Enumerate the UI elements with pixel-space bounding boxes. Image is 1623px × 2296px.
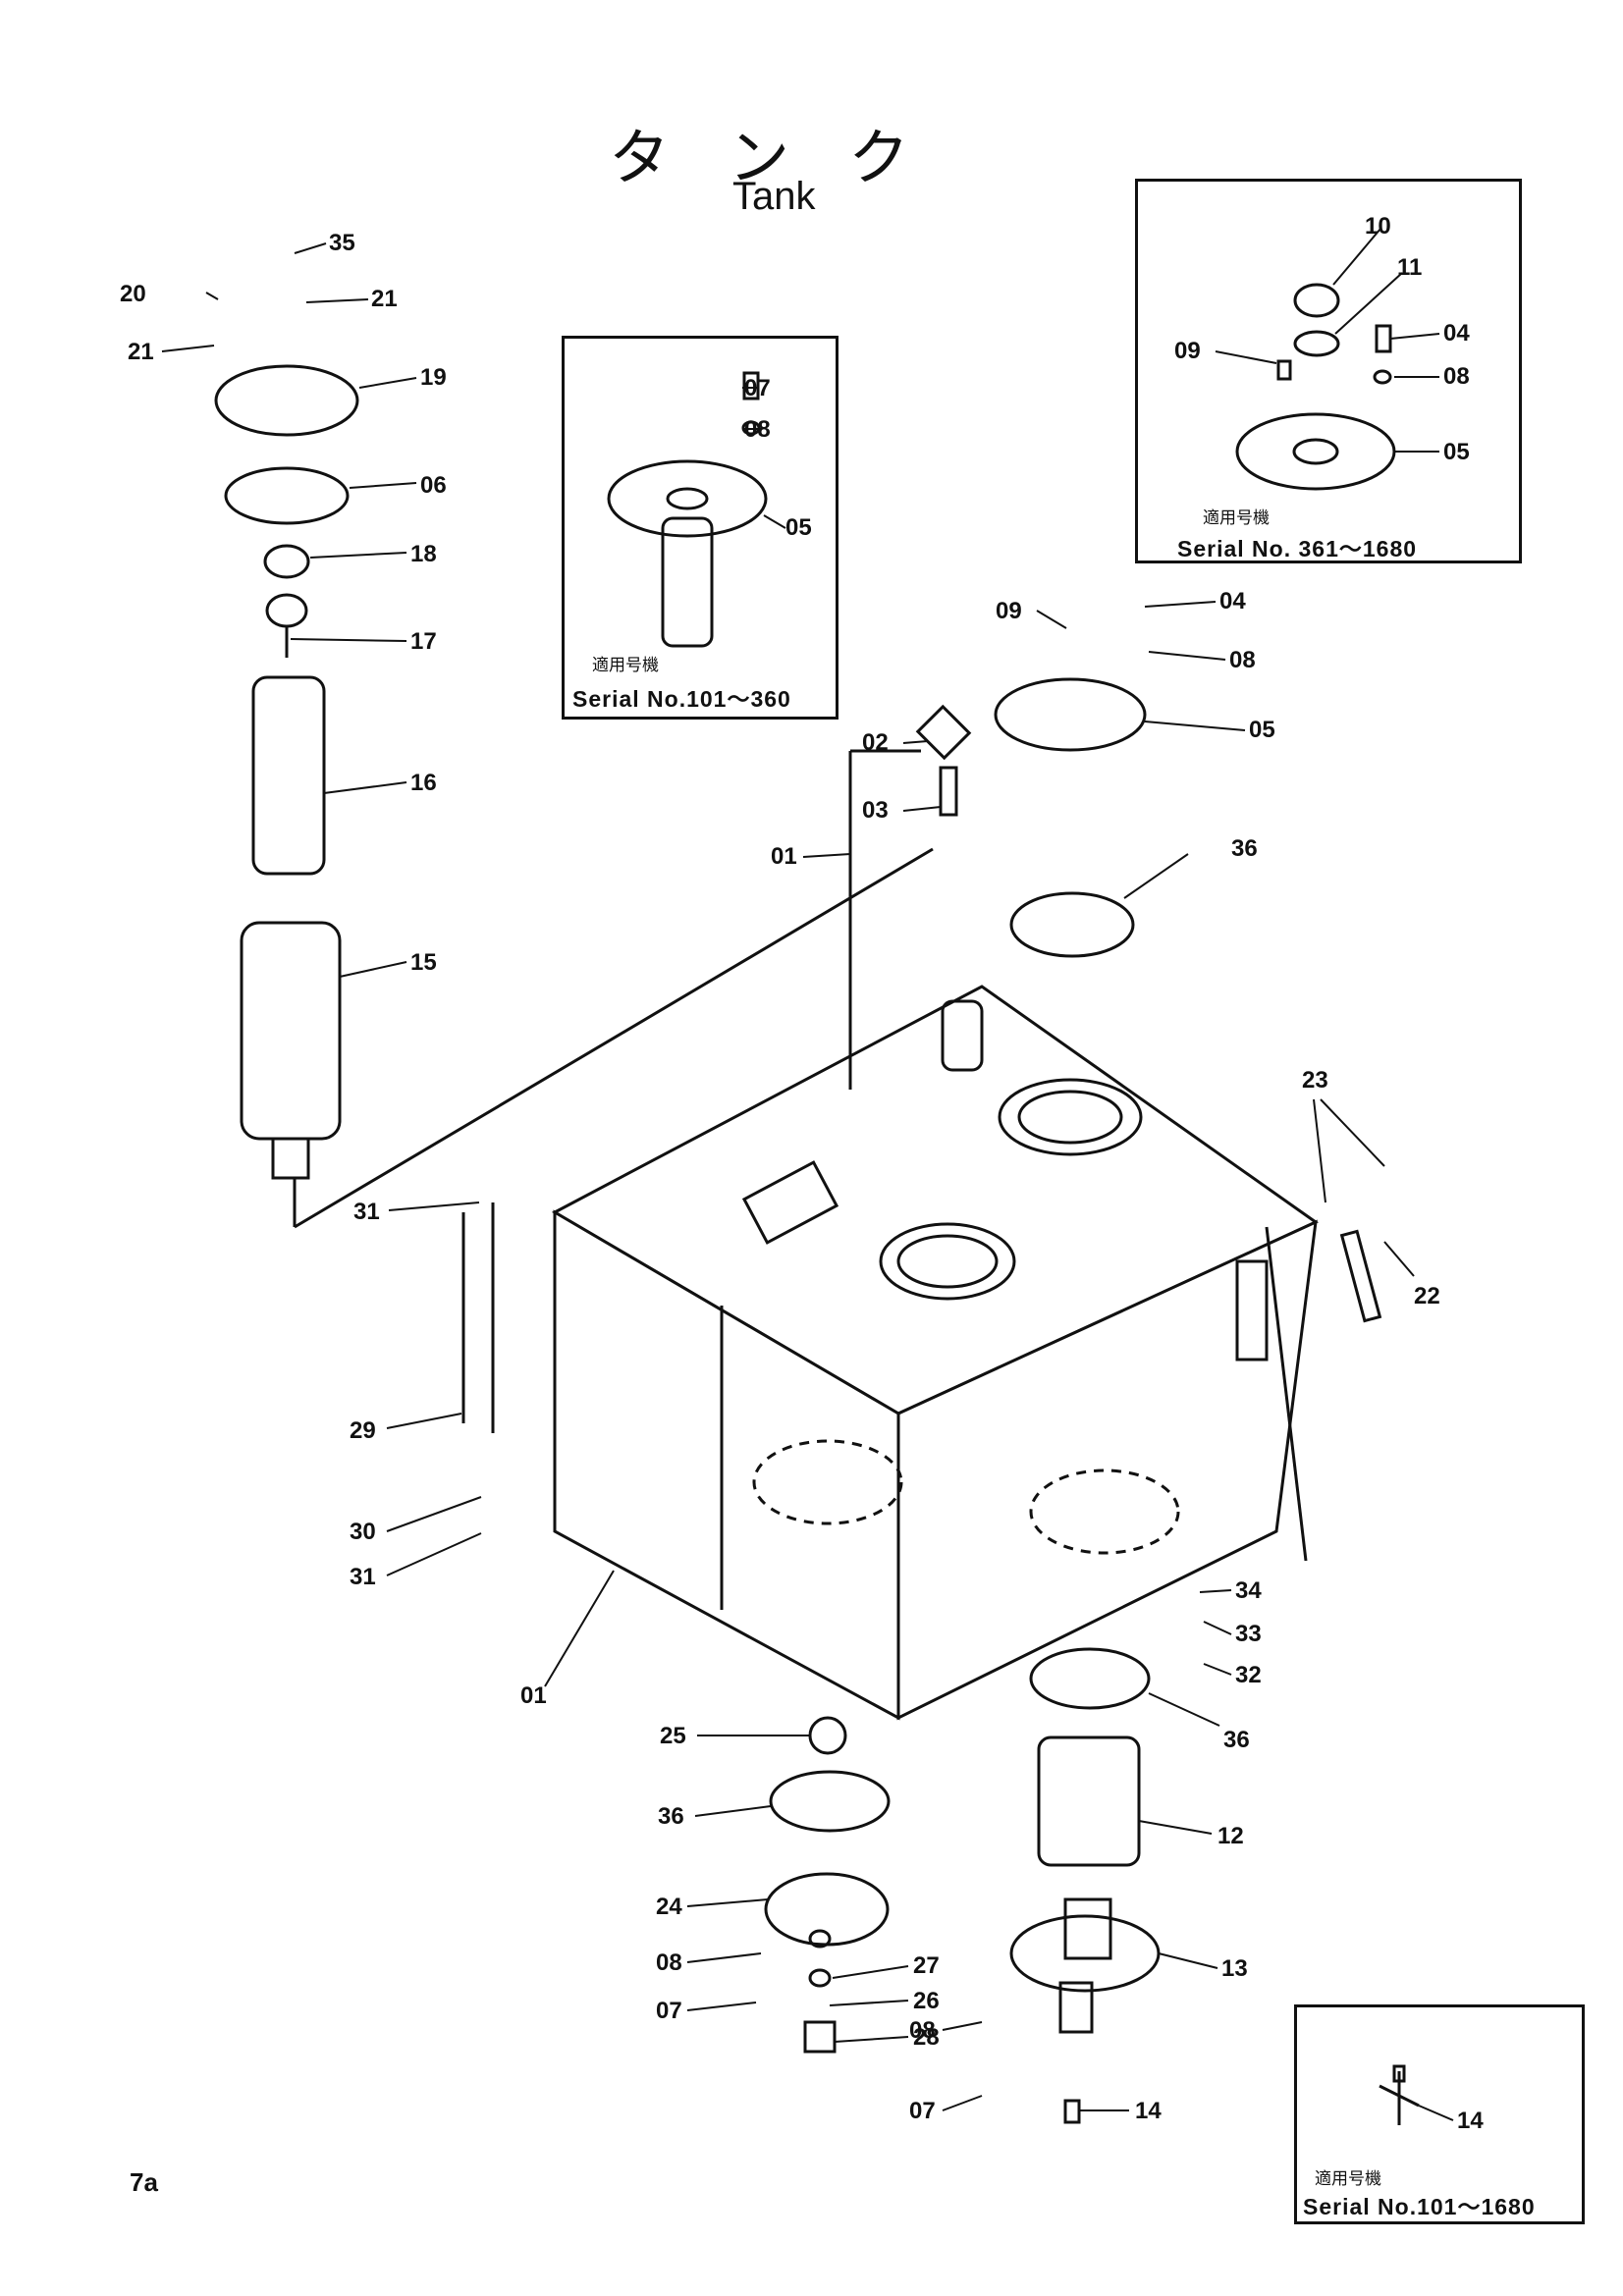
callout-label: 05: [1443, 439, 1470, 465]
callout-label: 27: [913, 1952, 940, 1979]
callout-label: 22: [1414, 1283, 1440, 1309]
inset-applies-label: 適用号機: [1315, 2169, 1381, 2189]
inset-serial-label: Serial No.101～1680: [1303, 2194, 1536, 2219]
left-filter-stack: [214, 364, 934, 1433]
callout-label: 24: [656, 1894, 682, 1920]
callout-label: 08: [656, 1949, 682, 1976]
inset-serial-101-360: 適用号機 Serial No.101～360: [562, 336, 839, 720]
callout-label: 36: [1223, 1727, 1250, 1753]
inset-serial-label: Serial No.101～360: [572, 686, 791, 712]
callout-label: 34: [1235, 1577, 1262, 1604]
callout-label: 25: [660, 1723, 686, 1749]
callout-label: 07: [909, 2098, 936, 2124]
callout-label: 11: [1397, 254, 1422, 281]
page-number: 7a: [130, 2167, 158, 2197]
page-title-en: Tank: [732, 175, 816, 218]
callout-label: 09: [996, 598, 1022, 624]
callout-label: 18: [410, 541, 437, 567]
top-covers: [848, 677, 1147, 1090]
callout-label: 36: [658, 1803, 684, 1830]
inset-serial-361-1680: 適用号機 Serial No. 361～1680: [1135, 179, 1522, 563]
callout-label: 06: [420, 472, 447, 499]
callout-label: 02: [862, 729, 889, 756]
callout-label: 31: [353, 1199, 380, 1225]
callout-label: 07: [656, 1998, 682, 2024]
callout-label: 29: [350, 1417, 376, 1444]
callout-label: 35: [329, 230, 355, 256]
callout-label: 17: [410, 628, 437, 655]
inset-applies-label: 適用号機: [592, 656, 659, 675]
callout-label: 09: [1174, 338, 1201, 364]
inset-serial-label: Serial No. 361～1680: [1177, 536, 1418, 561]
inset-a-parts: [607, 371, 768, 648]
callout-label: 20: [120, 281, 146, 307]
callout-label: 19: [420, 364, 447, 391]
callout-label: 08: [909, 2017, 936, 2044]
callout-labels: 35 20 21 21 19 06 18 17 16 15 31 29 30 3…: [120, 213, 1484, 2134]
callout-label: 14: [1135, 2098, 1162, 2124]
callout-label: 30: [350, 1519, 376, 1545]
inset-applies-label: 適用号機: [1203, 508, 1270, 528]
bottom-assemblies: [764, 1647, 1161, 2124]
callout-label: 21: [128, 339, 154, 365]
callout-label: 32: [1235, 1662, 1262, 1688]
callout-label: 14: [1457, 2108, 1484, 2134]
callout-label: 15: [410, 949, 437, 976]
callout-label: 31: [350, 1564, 376, 1590]
callout-label: 03: [862, 797, 889, 824]
inset-b-parts: [1235, 283, 1396, 491]
callout-label: 04: [1219, 588, 1246, 614]
callout-label: 05: [785, 514, 812, 541]
callout-label: 13: [1221, 1955, 1248, 1982]
callout-label: 21: [371, 286, 398, 312]
callout-label: 08: [1229, 647, 1256, 673]
callout-label: 23: [1302, 1067, 1328, 1094]
callout-label: 08: [1443, 363, 1470, 390]
callout-label: 33: [1235, 1621, 1262, 1647]
leader-lines: [161, 228, 1454, 2121]
callout-label: 28: [913, 2024, 940, 2051]
callout-label: 12: [1217, 1823, 1244, 1849]
tank-body: [551, 985, 1382, 1721]
callout-label: 04: [1443, 320, 1470, 347]
callout-label: 36: [1231, 835, 1258, 862]
callout-label: 01: [771, 843, 797, 870]
callout-label: 08: [744, 416, 771, 443]
callout-label: 26: [913, 1988, 940, 2014]
callout-label: 16: [410, 770, 437, 796]
callout-label: 10: [1365, 213, 1391, 240]
callout-label: 07: [744, 375, 771, 401]
page-title-jp: タンク: [609, 122, 969, 193]
callout-label: 05: [1249, 717, 1275, 743]
callout-label: 01: [520, 1682, 547, 1709]
inset-c-parts: [1379, 2064, 1420, 2125]
